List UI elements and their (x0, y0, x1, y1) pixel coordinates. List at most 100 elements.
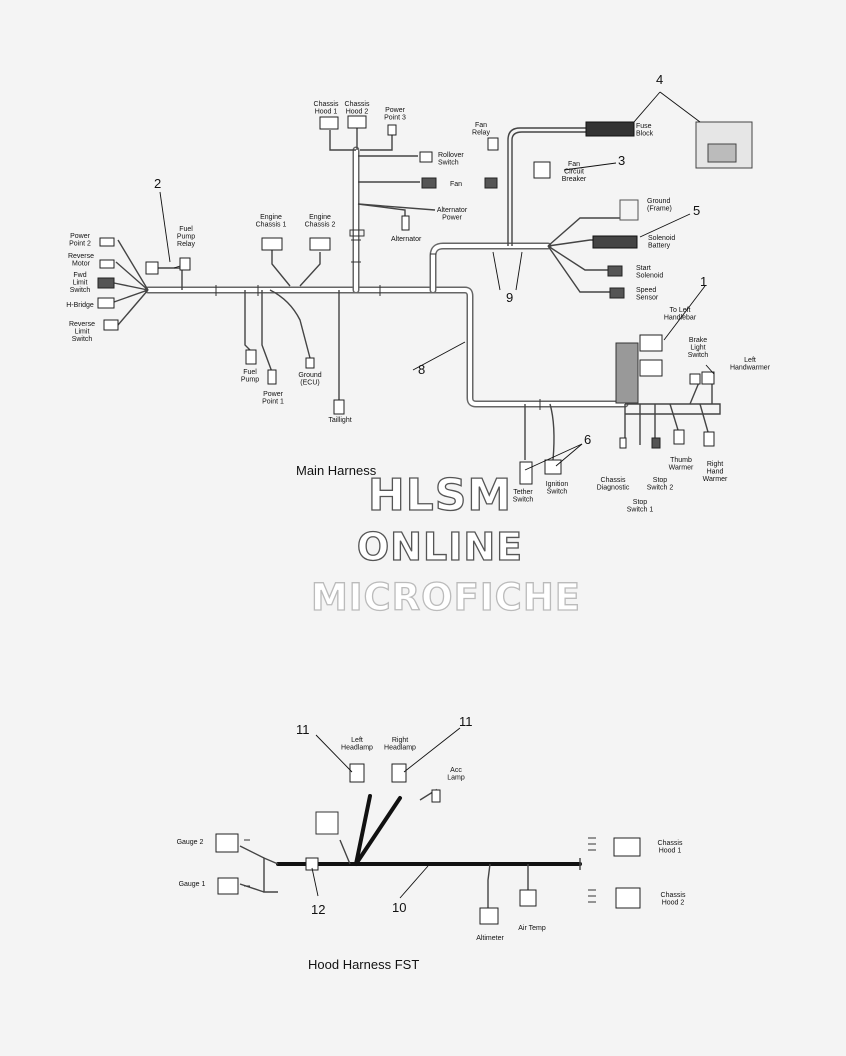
label-line: Hood 1 (315, 109, 338, 116)
hood-harness-title: Hood Harness FST (308, 957, 419, 972)
label-line: Fan (450, 181, 462, 188)
label-line: Power (263, 391, 284, 398)
label-line: Warmer (669, 465, 694, 472)
label-line: Ground (647, 198, 670, 205)
label-line: Relay (472, 130, 490, 137)
label-line: Battery (648, 243, 671, 250)
label-line: Relay (177, 241, 195, 248)
callout-10: 10 (392, 900, 406, 915)
label-line: Block (636, 131, 654, 138)
label-line: Chassis (658, 840, 683, 847)
callout-5: 5 (693, 203, 700, 218)
callout-6: 6 (584, 432, 591, 447)
label-fan: Fan (450, 181, 462, 188)
label-line: Left (744, 357, 756, 364)
watermark-line-2: ONLINE (357, 525, 523, 569)
label-line: Hood 1 (659, 848, 682, 855)
watermark: HLSM ONLINE MICROFICHE (310, 469, 580, 619)
label-ground-frame: Ground(Frame) (647, 198, 672, 213)
label-gauge-2: Gauge 2 (177, 839, 204, 846)
label-line: Ignition (546, 481, 569, 488)
label-line: Switch (547, 489, 568, 496)
label-line: Switch 1 (627, 507, 654, 514)
callout-12: 12 (311, 902, 325, 917)
label-line: Altimeter (476, 935, 504, 942)
label-line: Point 1 (262, 399, 284, 406)
label-line: Alternator (437, 207, 468, 214)
label-line: Pump (241, 377, 259, 384)
label-line: Stop (633, 499, 648, 506)
label-line: Chassis (345, 101, 370, 108)
label-gauge-1: Gauge 1 (179, 881, 206, 888)
label-line: Acc (450, 767, 462, 774)
label-line: Lamp (447, 775, 465, 782)
label-line: Air Temp (518, 925, 546, 932)
label-line: Switch (438, 160, 459, 167)
label-line: (Frame) (647, 206, 672, 213)
label-line: Limit (75, 329, 90, 336)
label-line: Fuel (243, 369, 257, 376)
label-line: Light (690, 345, 705, 352)
label-air-temp: Air Temp (518, 925, 546, 932)
callout-11-left: 11 (296, 722, 310, 737)
label-line: Fuse (636, 123, 652, 130)
label-line: Hand (707, 469, 724, 476)
label-line: Chassis (601, 477, 626, 484)
label-taillight: Taillight (328, 417, 351, 424)
main-harness-graphic (97, 115, 753, 485)
callout-9: 9 (506, 290, 513, 305)
label-line: Switch 2 (647, 485, 674, 492)
callout-3: 3 (618, 153, 625, 168)
label-line: Solenoid (636, 273, 663, 280)
label-line: Solenoid (648, 235, 675, 242)
label-line: Rollover (438, 152, 464, 159)
label-line: Left (351, 737, 363, 744)
label-line: Taillight (328, 417, 351, 424)
callout-2: 2 (154, 176, 161, 191)
label-line: Fuel (179, 226, 193, 233)
label-line: Power (442, 215, 463, 222)
label-line: Chassis 2 (305, 222, 336, 229)
label-line: Headlamp (341, 745, 373, 752)
label-line: Gauge 1 (179, 881, 206, 888)
label-line: Gauge 2 (177, 839, 204, 846)
label-line: Thumb (670, 457, 692, 464)
label-line: Right (707, 461, 723, 468)
label-line: Reverse (68, 253, 94, 260)
label-line: Point 3 (384, 115, 406, 122)
label-line: Start (636, 265, 651, 272)
label-line: Pump (177, 234, 195, 241)
callout-1: 1 (700, 274, 707, 289)
label-line: Stop (653, 477, 668, 484)
label-line: Chassis 1 (256, 222, 287, 229)
label-line: Tether (513, 489, 533, 496)
hood-callouts: 11 11 12 10 (296, 714, 473, 917)
label-line: Brake (689, 337, 707, 344)
label-line: Handlebar (664, 315, 697, 322)
label-line: Sensor (636, 295, 659, 302)
callout-8: 8 (418, 362, 425, 377)
label-line: Point 2 (69, 241, 91, 248)
